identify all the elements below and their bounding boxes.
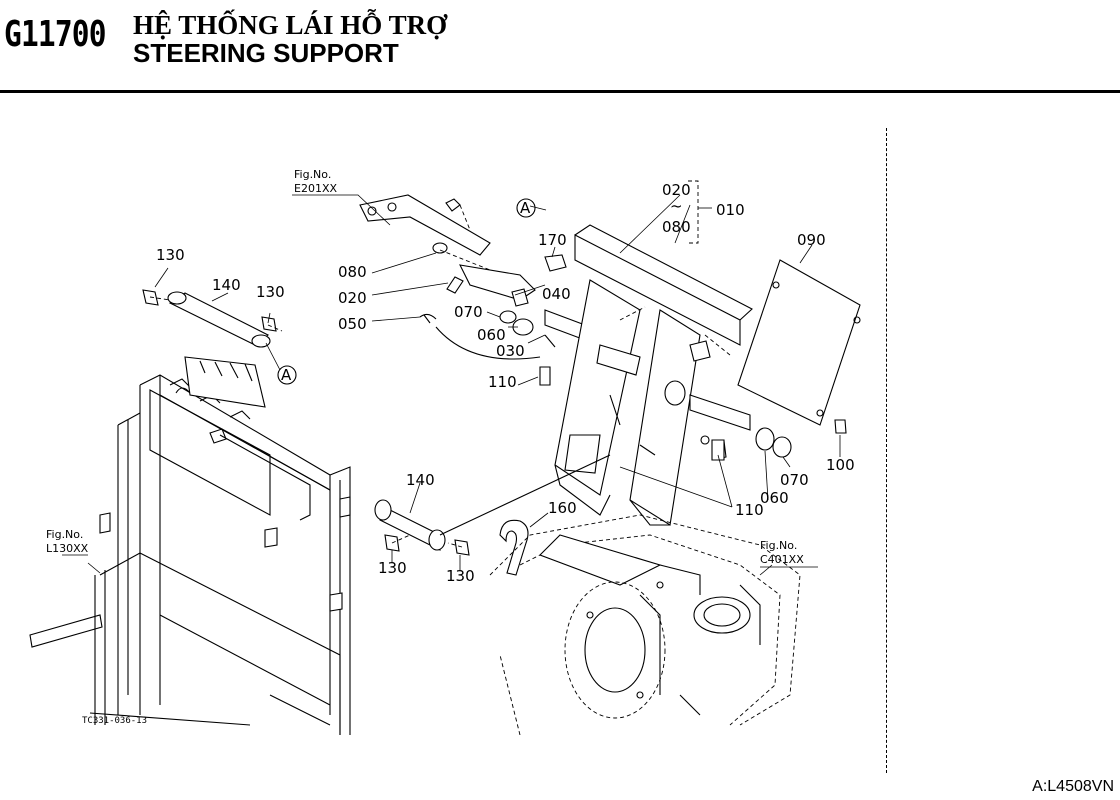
part-label: 160 [548,499,577,517]
part-label: 020 [338,289,367,307]
drawing-code: TC331-036-13 [82,716,147,726]
reference-mark-a-top: A [516,198,536,218]
fig-ref-line1: Fig.No. [46,528,83,541]
section-title-english: STEERING SUPPORT [133,38,399,68]
ref-mark-letter: A [520,199,531,217]
support-pin-upper [142,289,283,408]
fig-ref-line1: Fig.No. [294,168,331,181]
part-label: 070 [780,471,809,489]
part-label: 110 [488,373,517,391]
part-label: 060 [760,489,789,507]
radiator-frame [29,374,351,735]
cover-plate [737,259,861,426]
header-rule [0,90,1120,93]
part-label: 130 [256,283,285,301]
reference-mark-a-left: A [277,365,297,385]
document-reference: A:L4508VN [1032,778,1114,795]
hook-part [499,519,529,576]
steering-support-stand [554,224,753,526]
part-label: 080 [338,263,367,281]
transmission-housing [489,514,801,735]
part-label: 050 [338,315,367,333]
part-label: 040 [542,285,571,303]
part-label: 130 [446,567,475,585]
group-range-start: 020 [662,181,691,199]
ref-mark-letter: A [281,366,292,384]
dashed-separator [886,128,887,773]
fig-ref-line1: Fig.No. [760,539,797,552]
leader-lines [62,180,841,576]
group-range-tilde: ~ [670,197,683,215]
part-label: 110 [735,501,764,519]
section-title-vietnamese: HỆ THỐNG LÁI HỖ TRỢ [133,10,448,40]
part-label: 130 [378,559,407,577]
part-label: 130 [156,246,185,264]
group-number: 010 [716,201,745,219]
figure-ref-e201: Fig.No. E201XX [294,168,337,195]
part-label: 060 [477,326,506,344]
exploded-parts-diagram: Fig.No. E201XX Fig.No. L130XX Fig.No. C4… [29,168,861,735]
fig-ref-line2: E201XX [294,182,337,195]
part-label: 170 [538,231,567,249]
fig-ref-line2: L130XX [46,542,89,555]
assembly-group-label: 020 ~ 080 010 [662,181,745,236]
bearing-and-seal [539,366,847,461]
figure-ref-l130: Fig.No. L130XX [46,528,89,555]
figure-ref-c401: Fig.No. C401XX [760,539,804,566]
support-pin-lower [374,454,611,556]
section-code: G11700 [4,14,107,55]
part-label: 140 [406,471,435,489]
group-range-end: 080 [662,218,691,236]
part-label: 140 [212,276,241,294]
part-label: 030 [496,342,525,360]
part-label: 100 [826,456,855,474]
part-label: 090 [797,231,826,249]
fig-ref-line2: C401XX [760,553,804,566]
part-label: 070 [454,303,483,321]
steering-lever-parts [359,194,586,360]
